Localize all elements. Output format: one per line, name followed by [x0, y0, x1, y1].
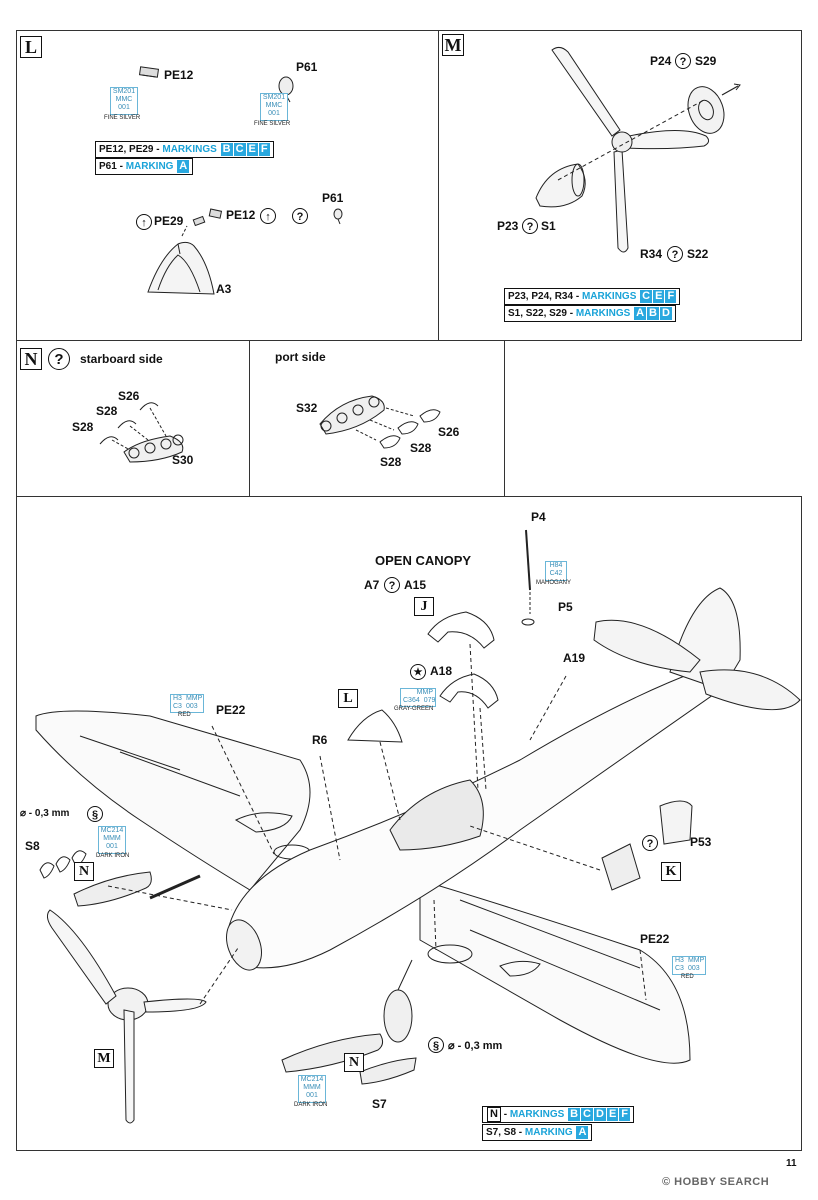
starboard-side-title: starboard side — [80, 352, 163, 366]
a15-label: A15 — [404, 578, 427, 592]
main-markings-N-box: N — [487, 1107, 501, 1122]
main-assembly-frame — [16, 496, 802, 1151]
port-side-title: port side — [275, 350, 326, 364]
a19-label: A19 — [563, 651, 586, 665]
drill-left-cut-icon: § — [87, 806, 103, 822]
s8-color-name: DARK IRON — [96, 853, 130, 859]
p61-small-mirror-icon — [333, 208, 343, 225]
s7-color-name: DARK IRON — [294, 1102, 328, 1108]
ref-step-M: M — [94, 1049, 114, 1068]
drill-bottom-cut-icon: § — [428, 1037, 444, 1053]
s7-label: S7 — [372, 1097, 387, 1111]
a18-label: A18 — [430, 664, 453, 678]
pe12-small-label: PE12 — [226, 208, 256, 222]
step-L-markings-row-2: P61 - MARKING A — [95, 158, 194, 175]
pe22-right-label: PE22 — [640, 932, 670, 946]
main-markings-row-2: S7, S8 - MARKING A — [482, 1124, 593, 1141]
step-L-badge: L — [20, 36, 42, 58]
p61-optional-icon: ? — [292, 208, 308, 224]
drill-note-left: ⌀ - 0,3 mm — [20, 808, 70, 819]
s8-label: S8 — [25, 839, 40, 853]
p53-label: P53 — [690, 835, 712, 849]
p24-optional-icon: ? — [675, 53, 691, 69]
a18-color-name: GRAY-GREEN — [394, 706, 434, 712]
s22-label: S22 — [687, 247, 709, 261]
page-number: 11 — [786, 1158, 797, 1169]
ref-step-L: L — [338, 689, 358, 708]
p23-label: P23 — [497, 219, 519, 233]
starboard-s28-label-1: S28 — [96, 404, 118, 418]
ref-step-N-1: N — [74, 862, 94, 881]
starboard-s30-label: S30 — [172, 453, 194, 467]
p61-small-label: P61 — [322, 191, 344, 205]
pe12-part-icon — [138, 66, 160, 78]
open-canopy-label: OPEN CANOPY — [375, 553, 472, 568]
ref-step-J: J — [414, 597, 434, 616]
p61-label: P61 — [296, 60, 318, 74]
r34-label: R34 — [640, 247, 663, 261]
pe22-left-label: PE22 — [216, 703, 246, 717]
aircraft-main-drawing — [35, 529, 801, 1124]
p53-optional-icon: ? — [642, 835, 658, 851]
pe12-color-name: FINE SILVER — [104, 115, 141, 121]
step-N-badge: N — [20, 348, 42, 370]
pe29-part-icon — [192, 215, 206, 227]
a3-canopy-part — [147, 241, 215, 295]
step-M-frame — [438, 30, 802, 341]
p5-label: P5 — [558, 600, 573, 614]
p23-optional-icon: ? — [522, 218, 538, 234]
starboard-exhaust-drawing — [99, 402, 184, 463]
a7-label: A7 — [364, 578, 380, 592]
propeller-exploded-drawing — [535, 46, 741, 253]
r6-label: R6 — [312, 733, 328, 747]
pe22-left-color-name: RED — [178, 712, 191, 718]
drill-note-bottom: ⌀ - 0,3 mm — [448, 1040, 503, 1052]
p4-color-name: MAHOGANY — [536, 580, 572, 586]
pe29-up-arrow-icon: ↑ — [136, 214, 152, 230]
port-exhaust-drawing — [319, 395, 441, 449]
pe29-label: PE29 — [154, 214, 184, 228]
s1-label: S1 — [541, 219, 556, 233]
p24-label: P24 — [650, 54, 672, 68]
p4-label: P4 — [531, 510, 546, 524]
pe12-label: PE12 — [164, 68, 194, 82]
port-s28-label-2: S28 — [380, 455, 402, 469]
a3-label: A3 — [216, 282, 232, 296]
port-s32-label: S32 — [296, 401, 318, 415]
ref-step-K: K — [661, 862, 681, 881]
step-N-optional-icon: ? — [48, 348, 70, 370]
hobby-search-watermark: © HOBBY SEARCH — [662, 1176, 770, 1188]
p61-color-name: FINE SILVER — [254, 121, 291, 127]
r34-optional-icon: ? — [667, 246, 683, 262]
a7-optional-icon: ? — [384, 577, 400, 593]
ref-step-N-2: N — [344, 1053, 364, 1072]
step-M-badge: M — [442, 34, 464, 56]
s29-label: S29 — [695, 54, 717, 68]
starboard-s26-label: S26 — [118, 389, 140, 403]
a18-star-icon: ★ — [410, 664, 426, 680]
port-s26-label: S26 — [438, 425, 460, 439]
pe22-right-color-name: RED — [681, 974, 694, 980]
pe12-up-arrow-icon: ↑ — [260, 208, 276, 224]
pe12-small-part-icon — [208, 208, 223, 219]
starboard-s28-label-2: S28 — [72, 420, 94, 434]
port-s28-label-1: S28 — [410, 441, 432, 455]
